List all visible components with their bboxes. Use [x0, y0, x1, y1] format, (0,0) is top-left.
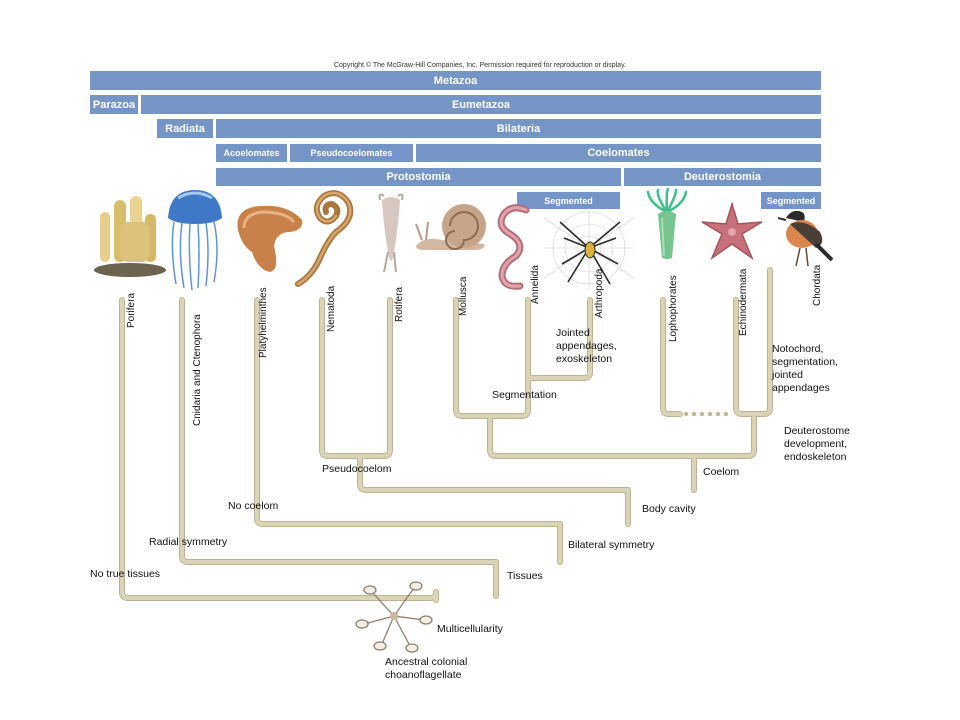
note-deutero-line3: endoskeleton	[784, 451, 847, 463]
snail-illustration	[415, 204, 486, 250]
note-no-coelom: No coelom	[228, 500, 279, 512]
bar-bilateria: Bilateria	[216, 119, 821, 138]
note-pseudocoelom: Pseudocoelom	[322, 463, 392, 475]
note-arthropod-line2: appendages,	[556, 340, 617, 352]
bar-protostomia: Protostomia	[216, 168, 621, 186]
note-no-true-tissues: No true tissues	[90, 568, 161, 580]
taxon-chordata: Chordata	[812, 264, 823, 306]
taxon-arthropoda: Arthropoda	[594, 268, 605, 318]
taxon-nematoda: Nematoda	[326, 285, 337, 332]
bar-deuterostomia: Deuterostomia	[624, 168, 821, 186]
note-arthropod-line3: exoskeleton	[556, 353, 613, 365]
rotifer-illustration	[378, 193, 404, 273]
note-body-cavity: Body cavity	[642, 503, 696, 515]
taxon-cnidaria-ctenophora: Cnidaria and Ctenophora	[192, 314, 203, 426]
note-chordate-traits: Notochord, segmentation, jointed appenda…	[772, 343, 838, 395]
note-multicellularity: Multicellularity	[437, 623, 503, 635]
note-ancestor: Ancestral colonial choanoflagellate	[385, 656, 467, 682]
tree-branches	[120, 268, 772, 602]
note-chordate-line1: Notochord,	[772, 343, 824, 355]
taxon-rotifera: Rotifera	[394, 286, 405, 322]
taxon-lophophorates: Lophophorates	[668, 275, 679, 342]
bird-illustration	[777, 210, 834, 267]
bar-acoelomates: Acoelomates	[216, 144, 287, 162]
note-coelom: Coelom	[703, 466, 740, 478]
nematode-illustration	[295, 190, 354, 287]
bar-segmented-protostome: Segmented	[517, 192, 620, 209]
jellyfish-illustration	[168, 190, 222, 291]
note-chordate-line4: appendages	[772, 382, 830, 394]
note-arthropod-traits: Jointed appendages, exoskeleton	[556, 327, 617, 366]
note-radial-symmetry: Radial symmetry	[149, 536, 228, 548]
note-ancestor-line1: Ancestral colonial	[385, 656, 468, 668]
bar-eumetazoa: Eumetazoa	[141, 95, 821, 114]
bar-metazoa: Metazoa	[90, 71, 821, 90]
note-deutero-line2: development,	[784, 438, 848, 450]
bar-coelomates: Coelomates	[416, 144, 821, 162]
note-segmentation: Segmentation	[492, 389, 557, 401]
taxon-platyhelminthes: Platyhelminthes	[258, 287, 269, 358]
note-deuterostome-traits: Deuterostome development, endoskeleton	[784, 425, 850, 464]
bar-parazoa: Parazoa	[90, 95, 138, 114]
taxon-echinodermata: Echinodermata	[738, 268, 749, 336]
choanoflagellate-colony-illustration	[355, 581, 433, 653]
taxon-annelida: Annelida	[530, 265, 541, 304]
sea-star-illustration	[701, 202, 763, 261]
note-chordate-line3: jointed	[772, 369, 803, 381]
note-deutero-line1: Deuterostome	[784, 425, 850, 437]
note-bilateral-symmetry: Bilateral symmetry	[568, 539, 655, 551]
bar-pseudocoelomates: Pseudocoelomates	[290, 144, 413, 162]
taxon-mollusca: Mollusca	[458, 276, 469, 316]
note-arthropod-line1: Jointed	[556, 327, 590, 339]
copyright-notice: Copyright © The McGraw-Hill Companies, I…	[333, 62, 626, 69]
note-tissues: Tissues	[507, 570, 543, 582]
note-ancestor-line2: choanoflagellate	[385, 669, 462, 681]
flatworm-illustration	[237, 205, 303, 272]
bar-segmented-deuterostome: Segmented	[761, 192, 821, 209]
lophophorate-illustration	[646, 188, 688, 259]
note-chordate-line2: segmentation,	[772, 356, 838, 368]
sponge-illustration	[94, 196, 166, 277]
bar-radiata: Radiata	[157, 119, 213, 138]
spider-illustration	[544, 208, 634, 290]
lophophorate-dotted-link	[684, 412, 728, 416]
earthworm-illustration	[497, 204, 530, 290]
taxon-porifera: Porifera	[126, 292, 137, 328]
